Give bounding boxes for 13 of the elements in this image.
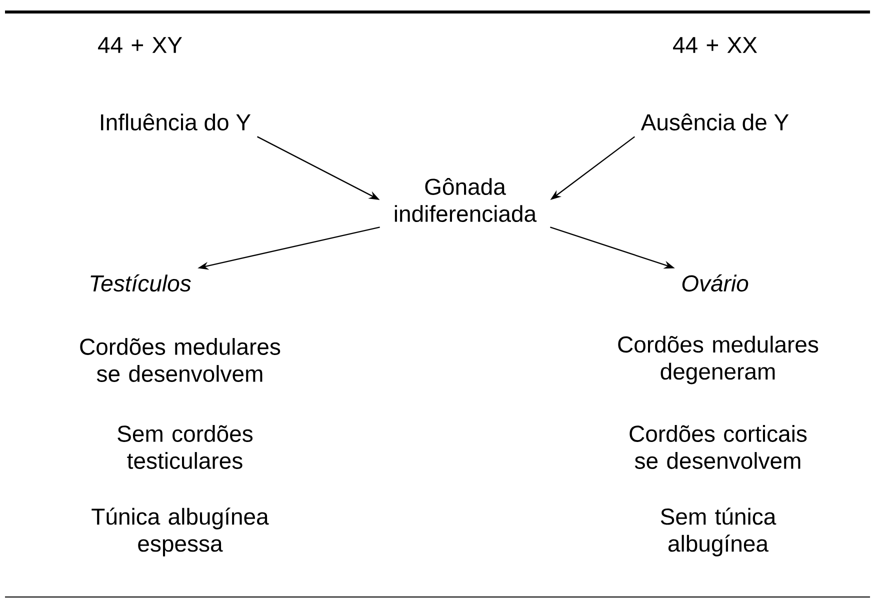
label-text: Cordões corticais se desenvolvem	[630, 425, 807, 469]
label-text: Cordões medulares degeneram	[618, 336, 818, 384]
label-text: Sem cordões testiculares	[118, 425, 253, 469]
label-text: 44 + XX	[673, 37, 758, 53]
label-text: 44 + XY	[98, 37, 182, 53]
node-text: Influência do Y	[101, 114, 251, 130]
heading-text: Testículos	[90, 274, 191, 292]
node-text: Gônada indiferenciada	[394, 178, 537, 222]
node-text: Ausência de Y	[640, 114, 789, 130]
heading-text: Ovário	[682, 274, 748, 292]
label-text: Cordões medulares se desenvolvem	[80, 338, 280, 382]
label-text: Túnica albugínea espessa	[92, 508, 269, 556]
label-text: Sem túnica albugínea	[660, 508, 776, 556]
